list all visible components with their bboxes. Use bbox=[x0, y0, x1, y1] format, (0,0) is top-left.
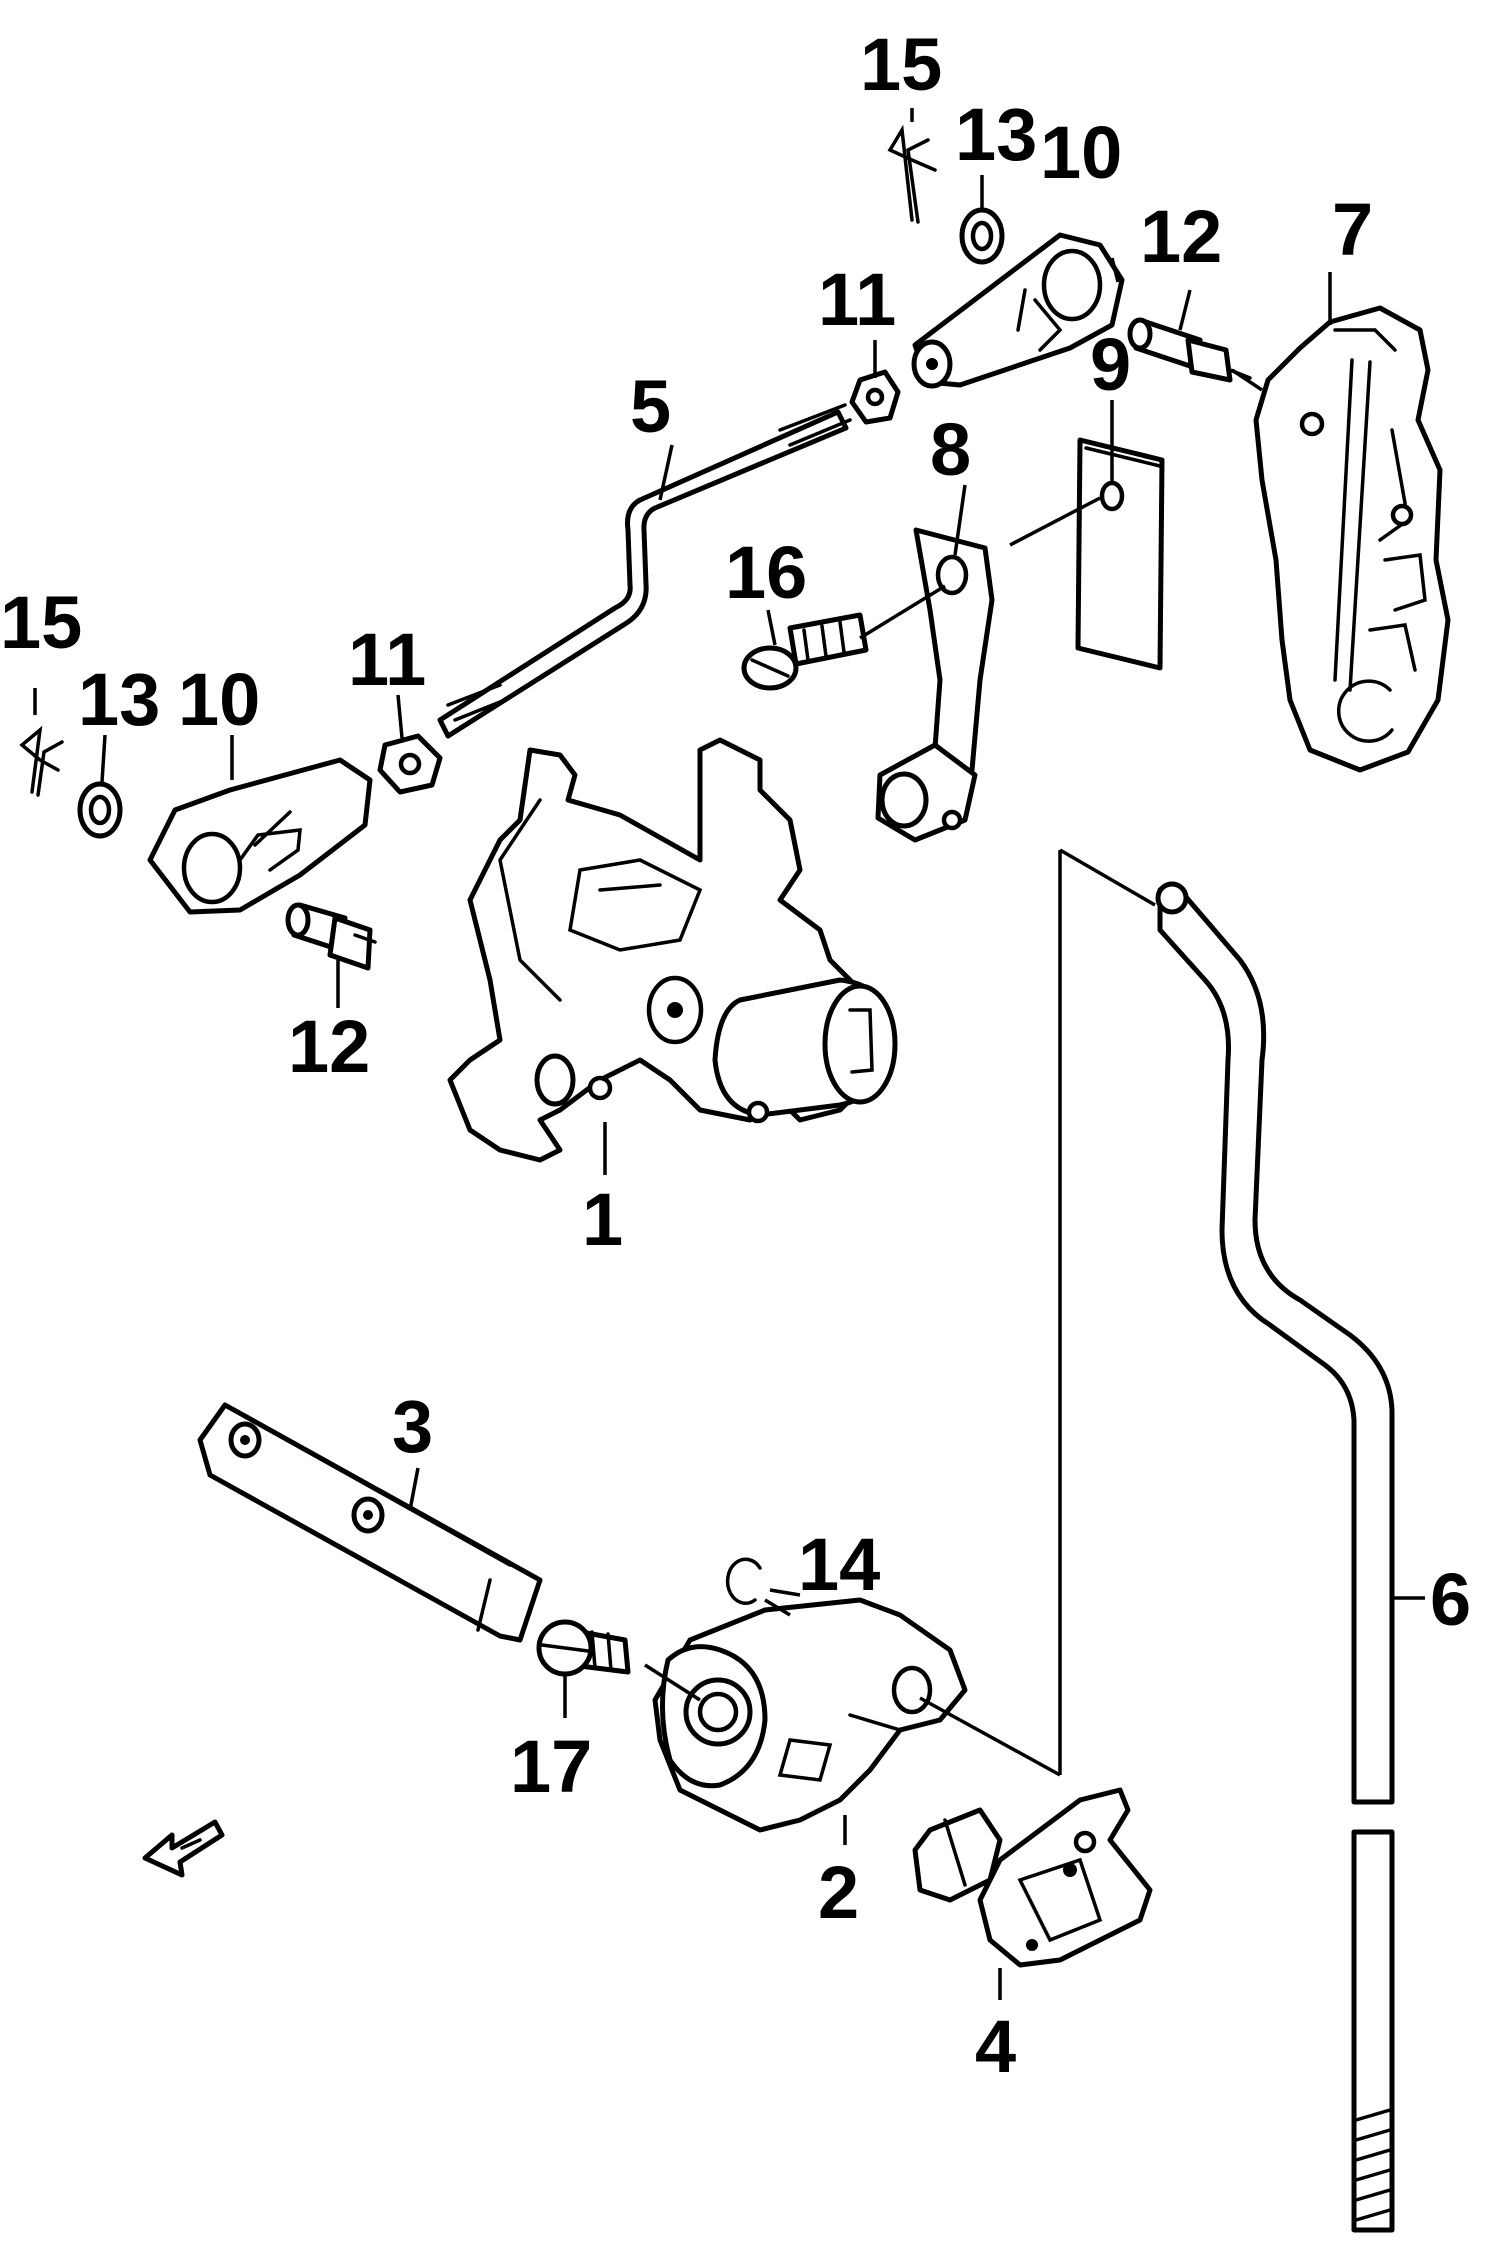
part-13-top-washer bbox=[959, 207, 1005, 265]
callout-16: 16 bbox=[725, 531, 807, 614]
part-13-left-washer bbox=[77, 781, 123, 839]
part-11-left-nut bbox=[377, 733, 443, 795]
part-15-top-clip bbox=[887, 124, 937, 224]
part-4-cam bbox=[912, 1787, 1153, 1968]
part-2-lever bbox=[652, 1597, 968, 1833]
callout-8: 8 bbox=[930, 408, 971, 491]
part-7-bracket bbox=[1253, 305, 1451, 773]
part-3-bar bbox=[197, 1402, 543, 1643]
callout-4: 4 bbox=[975, 2005, 1016, 2088]
part-15-left-clip bbox=[19, 725, 64, 797]
forward-arrow-icon bbox=[142, 1819, 225, 1878]
part-6-rod bbox=[1155, 881, 1395, 2233]
part-16-bolt bbox=[741, 612, 869, 691]
part-8-lever bbox=[875, 527, 995, 843]
part-9-plate bbox=[1075, 437, 1165, 671]
callout-6: 6 bbox=[1430, 1558, 1471, 1641]
callout-15-left: 15 bbox=[0, 581, 82, 664]
callout-3: 3 bbox=[392, 1385, 433, 1468]
part-14-ring bbox=[725, 1557, 762, 1605]
callout-17: 17 bbox=[510, 1725, 592, 1808]
part-10-top-link bbox=[911, 232, 1125, 389]
part-10-left-link bbox=[147, 757, 373, 915]
callout-7: 7 bbox=[1332, 188, 1373, 271]
part-12-left-bolt bbox=[285, 902, 377, 971]
callout-12-top: 12 bbox=[1140, 195, 1222, 278]
callout-12-left: 12 bbox=[288, 1005, 370, 1088]
part-1-housing bbox=[447, 737, 898, 1163]
callout-15-top: 15 bbox=[860, 23, 942, 106]
part-5-rod bbox=[437, 403, 852, 739]
assembly-lines bbox=[33, 108, 1425, 2000]
callout-14: 14 bbox=[798, 1523, 880, 1606]
callout-11-top: 11 bbox=[818, 258, 896, 341]
part-11-top-nut bbox=[849, 369, 901, 425]
callout-10-top: 10 bbox=[1040, 111, 1122, 194]
callout-13-top: 13 bbox=[955, 93, 1037, 176]
callouts: 15 13 10 12 7 11 9 5 8 16 15 11 13 10 12… bbox=[0, 23, 1471, 2088]
callout-13-left: 13 bbox=[78, 658, 160, 741]
callout-5: 5 bbox=[630, 365, 671, 448]
callout-9: 9 bbox=[1090, 323, 1131, 406]
callout-11-left: 11 bbox=[348, 618, 426, 701]
callout-2: 2 bbox=[818, 1851, 859, 1934]
callout-10-left: 10 bbox=[178, 658, 260, 741]
callout-1: 1 bbox=[582, 1178, 623, 1261]
part-17-bolt bbox=[536, 1619, 631, 1677]
